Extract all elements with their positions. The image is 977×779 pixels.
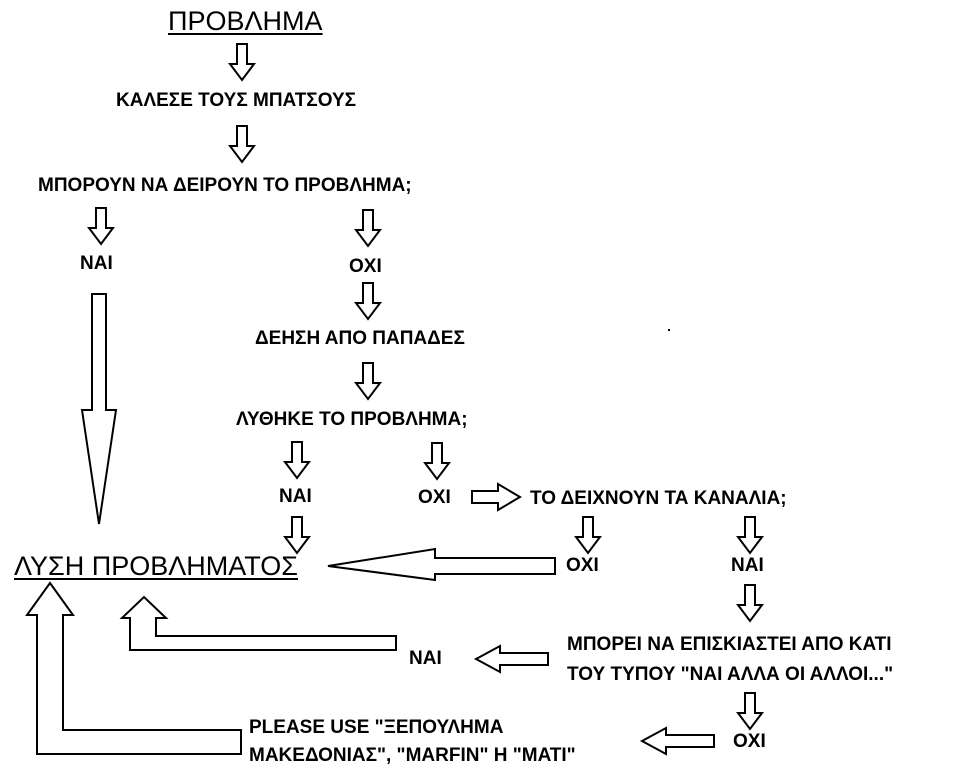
arrow-down-icon bbox=[283, 516, 311, 555]
arrow-down-icon bbox=[87, 207, 115, 246]
node-yes-4: ΝΑΙ bbox=[409, 648, 442, 669]
node-yes-1: ΝΑΙ bbox=[80, 253, 113, 274]
arrow-down-icon bbox=[736, 584, 764, 623]
arrow-right-icon bbox=[471, 482, 522, 512]
node-overshadow-line1: ΜΠΟΡΕΙ ΝΑ ΕΠΙΣΚΙΑΣΤΕΙ ΑΠΟ ΚΑΤΙ bbox=[567, 634, 892, 655]
node-please-line2: ΜΑΚΕΔΟΝΙΑΣ", "MARFIN" Η "ΜΑΤΙ" bbox=[249, 745, 576, 766]
node-no-3: ΟΧΙ bbox=[566, 555, 599, 576]
arrow-down-icon bbox=[228, 125, 256, 164]
arrow-down-icon bbox=[736, 692, 764, 731]
flowchart-title: ΠΡΟΒΛΗΜΑ bbox=[168, 6, 323, 36]
node-yes-3: ΝΑΙ bbox=[731, 555, 764, 576]
node-tv-question: ΤΟ ΔΕΙΧΝΟΥΝ ΤΑ ΚΑΝΑΛΙΑ; bbox=[530, 488, 787, 509]
arrow-left-icon bbox=[639, 726, 715, 756]
arrow-down-icon bbox=[354, 282, 382, 321]
node-priests-prayer: ΔΕΗΣΗ ΑΠΟ ΠΑΠΑΔΕΣ bbox=[255, 328, 465, 349]
node-no-4: ΟΧΙ bbox=[733, 731, 766, 752]
node-can-fix-question: ΜΠΟΡΟΥΝ ΝΑ ΔΕΙΡΟΥΝ ΤΟ ΠΡΟΒΛΗΜΑ; bbox=[38, 175, 412, 196]
node-overshadow-line2: ΤΟΥ ΤΥΠΟΥ "ΝΑΙ ΑΛΛΑ ΟΙ ΑΛΛΟΙ..." bbox=[567, 664, 894, 685]
node-no-1: ΟΧΙ bbox=[349, 256, 382, 277]
long-arrow-down-icon bbox=[80, 293, 118, 525]
arrow-down-icon bbox=[354, 209, 382, 248]
arrow-down-icon bbox=[354, 362, 382, 401]
node-yes-2: ΝΑΙ bbox=[279, 486, 312, 507]
elbow-arrow-up-icon bbox=[25, 581, 242, 755]
arrow-down-icon bbox=[228, 43, 256, 82]
arrow-down-icon bbox=[283, 441, 311, 480]
arrow-down-icon bbox=[574, 516, 602, 555]
arrow-down-icon bbox=[736, 516, 764, 555]
node-solution: ΛΥΣΗ ΠΡΟΒΛΗΜΑΤΟΣ bbox=[14, 551, 298, 581]
node-please-line1: PLEASE USE "ΞΕΠΟΥΛΗΜΑ bbox=[249, 717, 504, 738]
arrow-left-icon bbox=[473, 644, 549, 674]
stray-dot bbox=[668, 329, 670, 331]
long-arrow-left-icon bbox=[327, 547, 556, 582]
node-solved-question: ΛΥΘΗΚΕ ΤΟ ΠΡΟΒΛΗΜΑ; bbox=[236, 409, 468, 430]
arrow-down-icon bbox=[423, 442, 451, 481]
node-no-2: ΟΧΙ bbox=[418, 487, 451, 508]
elbow-arrow-up-icon bbox=[119, 595, 397, 651]
node-call-police: ΚΑΛΕΣΕ ΤΟΥΣ ΜΠΑΤΣΟΥΣ bbox=[116, 90, 357, 111]
